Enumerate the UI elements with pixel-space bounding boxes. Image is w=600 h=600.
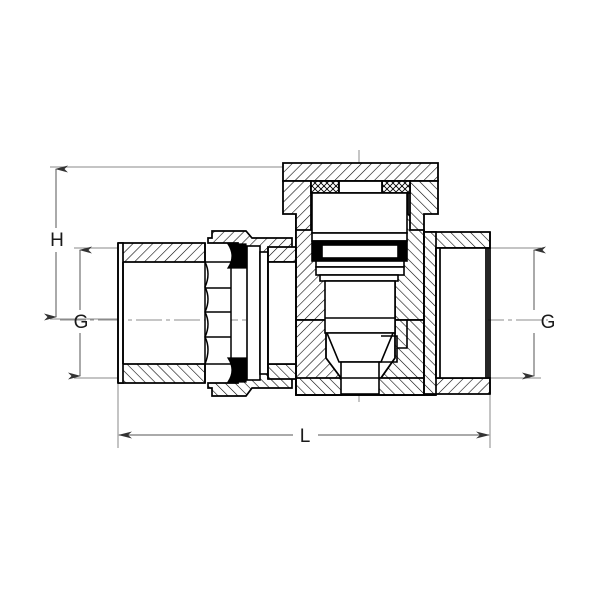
- collar-ring: [246, 245, 261, 381]
- union-seal-bottom: [226, 357, 247, 383]
- left-socket-tail: [204, 261, 232, 365]
- left-socket-wall-top: [118, 242, 206, 263]
- collar-spacer: [259, 251, 269, 375]
- stem-collar-b: [315, 266, 405, 276]
- stem-body: [324, 280, 396, 334]
- tail-thread-profile: [204, 261, 209, 365]
- dim-label-h: H: [50, 230, 64, 251]
- left-socket: [117, 242, 206, 384]
- stem-head: [311, 192, 408, 234]
- stem-collar-a: [315, 260, 405, 268]
- tail-sleeve: [204, 261, 232, 365]
- union-collar: [246, 245, 269, 381]
- union-seal-top: [226, 243, 247, 269]
- seat-ledge: [379, 320, 408, 363]
- bonnet-centre-gap: [338, 180, 383, 194]
- stem-assembly: [311, 192, 408, 395]
- dim-label-g-right: G: [541, 312, 556, 333]
- bonnet-cap: [282, 162, 439, 231]
- stem-head-step: [311, 232, 408, 242]
- bonnet-thread-left: [310, 180, 340, 194]
- body-outline: [295, 230, 436, 396]
- dimension-annotations: H G G L: [44, 165, 556, 447]
- right-socket: [423, 231, 491, 395]
- dim-label-l: L: [300, 426, 311, 447]
- right-socket-shoulder: [423, 231, 437, 395]
- stem-collar-c: [319, 274, 399, 282]
- seat-ledge-lower: [379, 348, 398, 363]
- stem-seal-core: [321, 244, 399, 259]
- stem-cone: [325, 332, 395, 363]
- dim-label-g-left: G: [74, 312, 89, 333]
- union-seal: [226, 243, 247, 383]
- bonnet-top-plate: [282, 162, 439, 182]
- right-socket-bore: [435, 247, 489, 379]
- bonnet-thread-right: [381, 180, 411, 194]
- left-socket-wall-bottom: [118, 363, 206, 384]
